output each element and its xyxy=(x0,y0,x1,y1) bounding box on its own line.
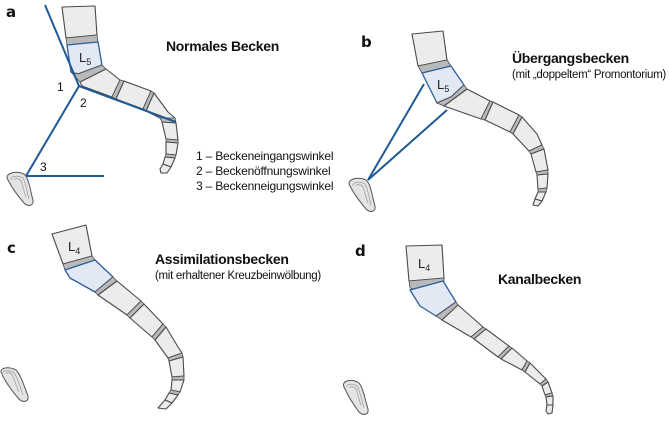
disc xyxy=(537,187,548,193)
spine-d xyxy=(405,244,554,415)
legend-item-2: 2 – Beckenöffnungswinkel xyxy=(196,164,330,178)
coccyx-tip xyxy=(532,198,543,207)
spine-c xyxy=(51,224,185,410)
panel-b-subtitle: (mit „doppeltem“ Promontorium) xyxy=(512,69,666,81)
coccyx-tip xyxy=(159,163,172,174)
panel-b-title: Übergangsbecken xyxy=(512,50,629,66)
panel-d-title: Kanalbecken xyxy=(498,271,581,287)
panel-letter-b: b xyxy=(361,33,372,51)
pubic-symphysis-c xyxy=(0,367,29,402)
pubic-symphysis-a xyxy=(6,171,34,206)
panel-a-title: Normales Becken xyxy=(166,38,279,54)
vertebra-label-c: L4 xyxy=(68,239,80,256)
angle-lines-a xyxy=(25,4,177,177)
coccyx-segment xyxy=(545,395,554,406)
legend-item-3: 3 – Beckenneigungswinkel xyxy=(196,179,333,193)
vertebra-label-b: L5 xyxy=(437,77,449,94)
angle-label-1: 1 xyxy=(57,80,64,94)
panel-b: b Übergangsbecken (mit „doppeltem“ Promo… xyxy=(348,30,667,212)
pubic-symphysis-d xyxy=(342,379,369,415)
sacrum-line xyxy=(78,85,177,123)
conjugate-line-upper xyxy=(44,4,80,87)
panel-c-title: Assimilationsbecken xyxy=(155,251,289,267)
vertebra-l4 xyxy=(61,5,98,39)
panel-letter-c: c xyxy=(7,239,16,257)
legend-item-1: 1 – Beckeneingangswinkel xyxy=(196,149,333,163)
disc xyxy=(435,84,468,107)
spine-a xyxy=(61,5,179,174)
coccyx-segment xyxy=(168,356,185,378)
panel-c-subtitle: (mit erhaltener Kreuzbeinwölbung) xyxy=(155,270,321,282)
legend-a: 1 – Beckeneingangswinkel 2 – Beckenöffnu… xyxy=(196,149,333,193)
coccyx-tip xyxy=(157,399,173,410)
disc xyxy=(171,375,185,381)
panel-letter-d: d xyxy=(355,242,366,260)
vertebra-label-a: L5 xyxy=(79,50,91,67)
panel-a: a Normales Becken 1 xyxy=(6,3,333,206)
coccyx-segment xyxy=(524,362,547,385)
panel-letter-a: a xyxy=(6,3,16,21)
disc xyxy=(69,64,107,83)
panel-c: c Assimilationsbecken (mit erhaltener Kr… xyxy=(0,224,322,410)
sacral-segment xyxy=(154,326,183,359)
coccyx-tip xyxy=(545,404,554,415)
spine-b xyxy=(411,30,549,207)
upper-promontory-line xyxy=(367,83,425,181)
coccyx-segment xyxy=(161,121,179,141)
angle-lines-b xyxy=(367,83,448,181)
coccyx-segment xyxy=(165,141,179,156)
lower-promontory-line xyxy=(367,109,448,181)
coccyx-segment xyxy=(536,173,549,190)
vertebra-label-d: L4 xyxy=(418,256,430,273)
angle-label-2: 2 xyxy=(80,96,87,110)
pubic-symphysis-b xyxy=(348,177,376,212)
panel-d: d Kanalbecken L4 xyxy=(342,242,581,415)
coccyx-segment xyxy=(530,148,549,173)
conjugate-line-lower xyxy=(25,85,80,177)
sacral-segment xyxy=(512,116,543,152)
angle-label-3: 3 xyxy=(40,160,47,174)
